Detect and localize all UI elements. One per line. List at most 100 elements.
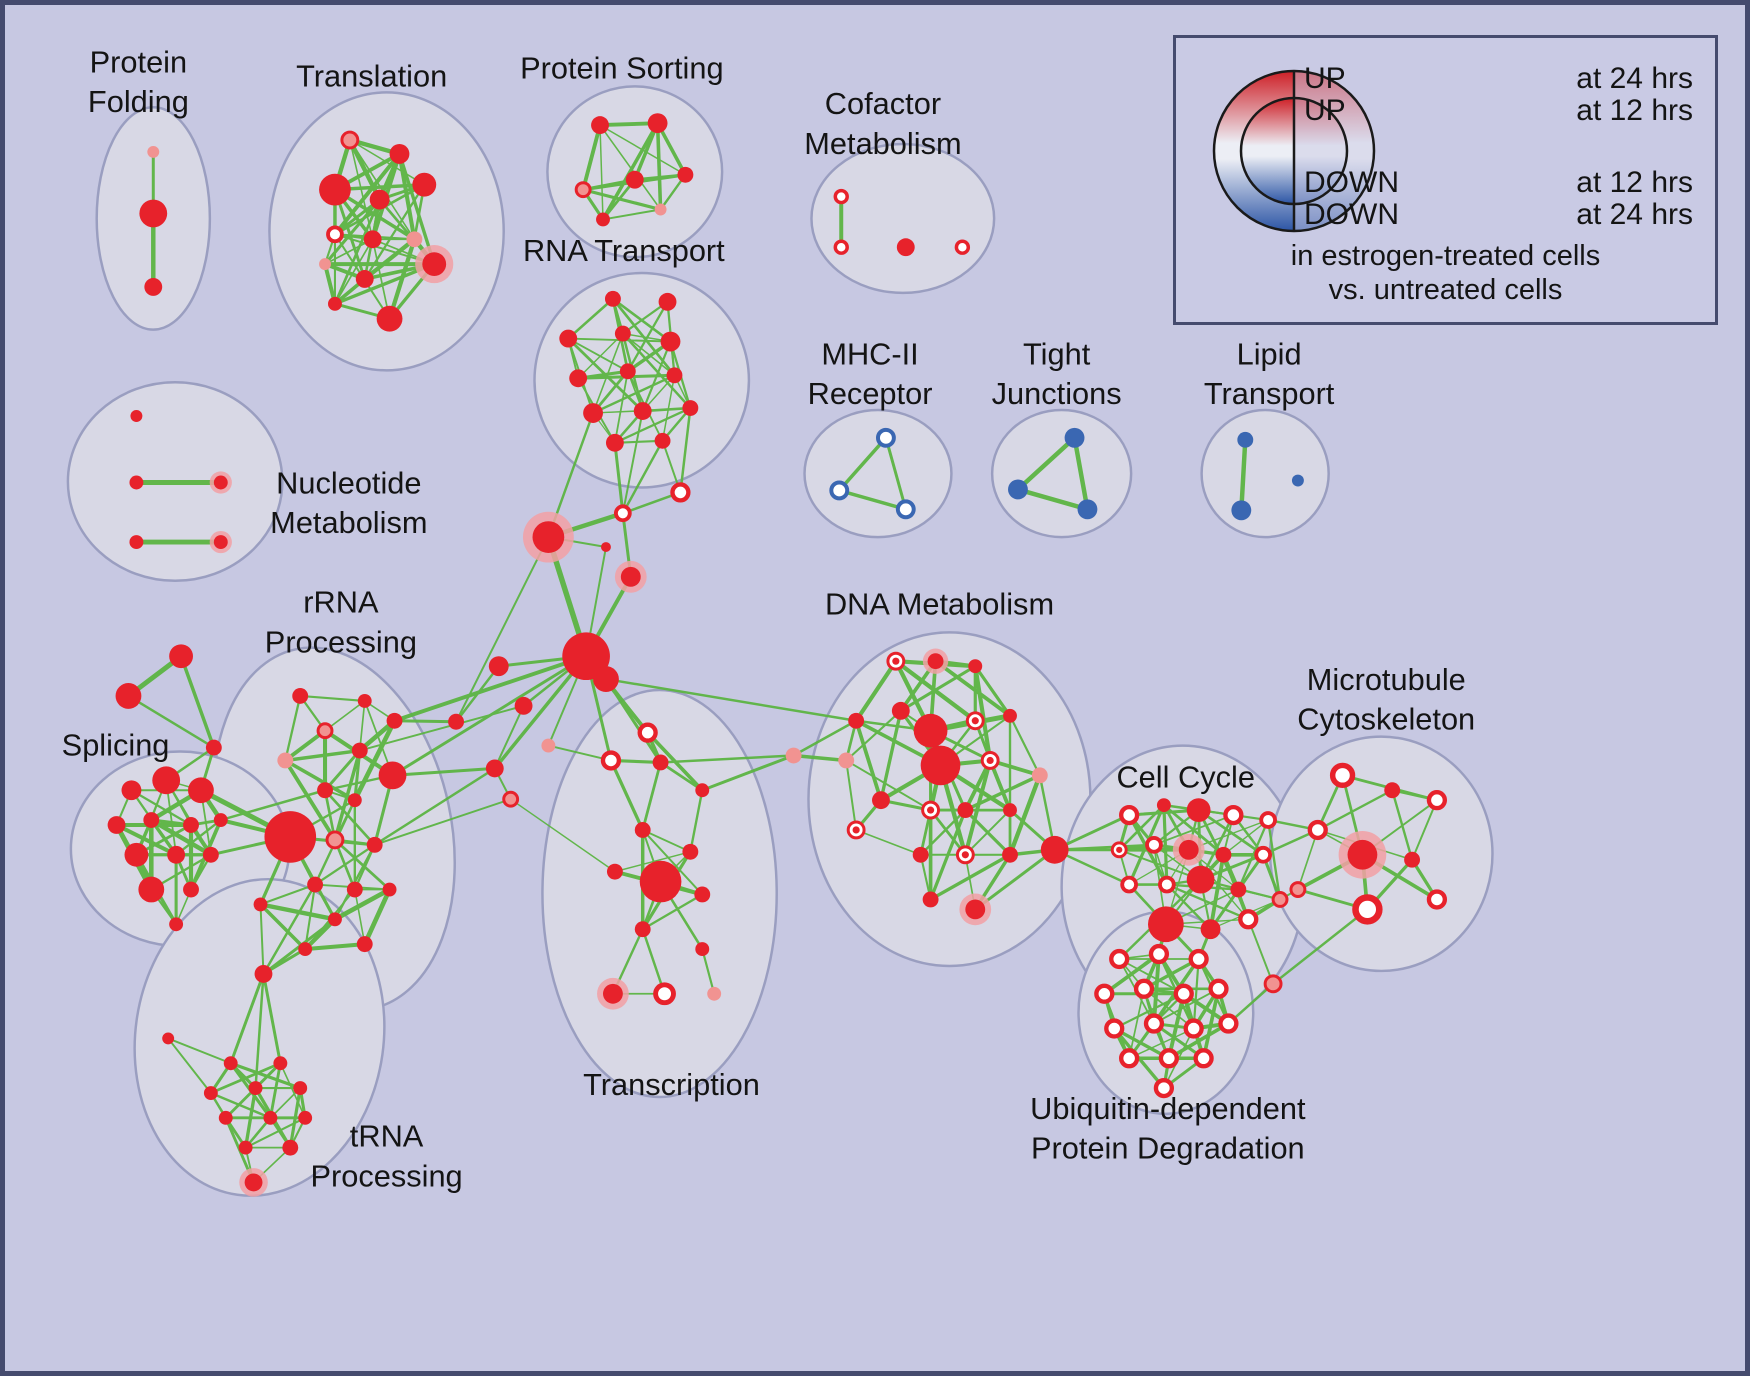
network-edge — [333, 748, 362, 842]
network-node-sp13 — [169, 917, 184, 932]
network-edge — [333, 838, 391, 891]
network-node-tn1 — [254, 964, 273, 983]
network-node-cx1 — [785, 747, 802, 764]
network-node-tc1 — [637, 722, 658, 743]
network-edge — [493, 654, 588, 771]
network-node-mc7 — [1352, 894, 1383, 925]
network-node-sp6 — [183, 817, 199, 833]
network-node-dm21 — [922, 891, 939, 908]
network-edge — [964, 809, 1012, 856]
legend-down-24-time: at 24 hrs — [1576, 198, 1693, 231]
network-edge — [604, 677, 663, 764]
legend-caption-line1: in estrogen-treated cells — [1290, 240, 1601, 272]
network-node-tn3 — [223, 1056, 238, 1071]
network-node-rr4 — [316, 722, 334, 740]
node-bullseye-dot — [852, 826, 860, 834]
network-node-tn2 — [162, 1032, 175, 1045]
network-node-cm3 — [896, 238, 915, 257]
network-edge — [884, 436, 908, 511]
cluster-label-translation: Translation — [296, 58, 447, 93]
network-edge — [973, 848, 1057, 911]
network-edge — [601, 121, 660, 222]
cluster-ellipse-mhc-ii-receptor — [803, 408, 953, 539]
network-node-mx2 — [448, 713, 465, 730]
network-node-tc14 — [707, 986, 722, 1001]
network-node-cc12 — [1158, 875, 1176, 894]
network-edge — [269, 1087, 302, 1119]
network-node-tr13 — [328, 296, 342, 311]
network-edge — [397, 152, 436, 266]
network-edge — [837, 436, 888, 493]
network-node-ps5 — [677, 166, 694, 183]
network-node-dm16 — [1003, 803, 1017, 818]
network-node-ub10 — [1183, 1018, 1204, 1039]
network-node-ps3 — [574, 181, 592, 199]
network-edge — [973, 664, 1012, 718]
network-edge — [1247, 918, 1275, 985]
network-edge — [259, 883, 317, 906]
network-node-hb10 — [502, 790, 520, 808]
network-node-cc15 — [1148, 906, 1184, 943]
network-node-cx3 — [1263, 974, 1283, 994]
network-node-cm2 — [833, 239, 849, 255]
network-node-rr12 — [366, 836, 383, 853]
network-node-cm1 — [833, 188, 849, 205]
network-node-sp10 — [202, 846, 219, 863]
network-edge — [621, 410, 644, 515]
network-edge — [229, 1061, 302, 1090]
network-node-rr8 — [317, 782, 333, 799]
network-node-ub1 — [1109, 948, 1130, 970]
legend-down-12-word: DOWN — [1304, 166, 1399, 199]
cluster-label-ubiquitin-degradation: Protein Degradation — [1031, 1131, 1305, 1166]
network-node-tc5 — [634, 822, 651, 838]
network-edge — [455, 536, 550, 723]
network-edge — [244, 1116, 307, 1149]
network-edge — [332, 887, 392, 922]
network-node-sp1 — [121, 780, 142, 801]
network-edge — [1201, 986, 1221, 1061]
network-node-rr18 — [298, 942, 313, 957]
network-edge — [1239, 437, 1248, 513]
network-node-hb2 — [532, 521, 565, 553]
network-edge — [641, 828, 704, 896]
network-node-ub5 — [1133, 978, 1155, 999]
network-node-sx2 — [115, 683, 142, 709]
network-edge — [1167, 1021, 1231, 1061]
network-node-ub9 — [1143, 1013, 1165, 1034]
cluster-label-lipid-transport: Lipid — [1237, 336, 1302, 371]
network-node-rt6 — [569, 369, 588, 388]
network-node-mx1 — [485, 759, 504, 778]
network-node-nm5 — [213, 535, 228, 550]
network-edge — [659, 761, 704, 792]
network-edge — [1153, 814, 1235, 846]
network-edge — [397, 151, 417, 242]
cluster-label-tight-junctions: Tight — [1023, 336, 1091, 371]
network-node-mc6 — [1404, 851, 1421, 868]
node-bullseye-dot — [892, 657, 900, 665]
cluster-label-lipid-transport: Transport — [1204, 376, 1335, 411]
network-node-sx1 — [169, 644, 193, 669]
cluster-ellipse-rna-transport — [533, 271, 751, 489]
network-node-hb11 — [670, 482, 691, 503]
network-node-ub3 — [1188, 948, 1209, 970]
cluster-label-ubiquitin-degradation: Ubiquitin-dependent — [1030, 1091, 1306, 1126]
network-node-tc13 — [653, 982, 676, 1006]
legend-up-12-time: at 12 hrs — [1576, 94, 1693, 127]
network-edge — [845, 759, 858, 831]
network-edge — [284, 694, 302, 762]
network-node-mh2 — [829, 480, 850, 501]
network-node-tn10 — [298, 1110, 313, 1125]
network-node-hb9 — [541, 738, 556, 753]
network-node-tr6 — [326, 225, 344, 244]
network-node-tr3 — [319, 173, 351, 206]
network-node-rt5 — [660, 331, 681, 352]
network-edge — [493, 704, 525, 770]
network-edge — [701, 947, 716, 995]
network-node-tc2 — [600, 750, 622, 771]
network-node-tj3 — [1077, 499, 1098, 520]
network-node-mc2 — [1384, 782, 1401, 799]
network-node-tn9 — [263, 1110, 278, 1125]
network-edge — [179, 654, 216, 750]
